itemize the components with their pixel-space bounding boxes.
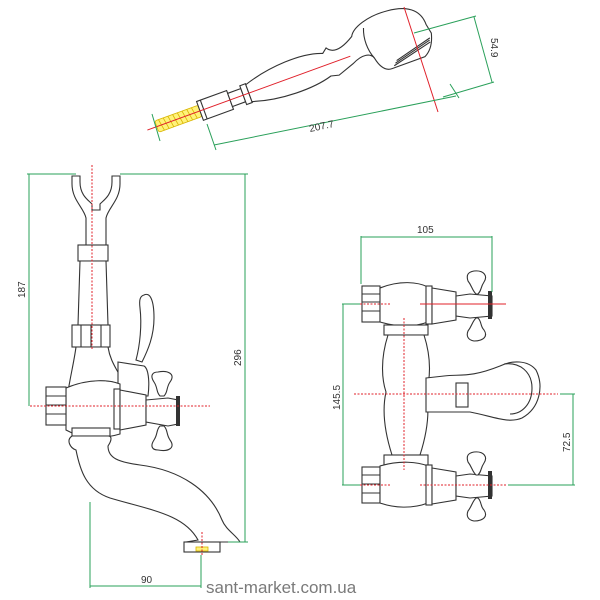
bottom-cross-handle-lower: [466, 497, 487, 522]
top-cross-handle-upper: [466, 270, 487, 295]
dimension-shower-length: 207.7: [206, 83, 460, 151]
top-valve: [361, 270, 493, 342]
bottom-cross-handle-upper: [466, 451, 487, 476]
label-head-width: 54.9: [488, 38, 499, 58]
shower-centerline: [147, 55, 351, 131]
head-centerline: [403, 6, 439, 113]
watermark-text: sant-market.com.ua: [206, 578, 357, 597]
label-holder-height: 187: [17, 281, 28, 298]
mixer-column: [381, 334, 431, 456]
diverter-lever: [135, 293, 155, 363]
dimension-front-width: 105: [360, 225, 493, 292]
hand-shower: 207.7 54.9: [147, 6, 499, 151]
label-spout-offset: 72.5: [562, 432, 573, 452]
shower-holder-fork: [71, 175, 121, 246]
front-view: 105 145.5 72.5: [332, 225, 575, 522]
dimension-total-height: 296: [120, 173, 248, 543]
side-view: 187 296 90: [17, 165, 248, 588]
dimension-body-height: 145.5: [332, 303, 360, 486]
dimension-head-width: 54.9: [413, 15, 499, 98]
label-body-height: 145.5: [332, 385, 343, 410]
label-front-width: 105: [417, 225, 434, 236]
cross-handle-bottom: [151, 425, 173, 452]
handle-body: [245, 8, 433, 103]
dimension-holder-height: 187: [17, 173, 76, 406]
bath-spout: [68, 435, 241, 543]
front-spout: [425, 361, 541, 421]
holder-collar: [77, 244, 109, 262]
bottom-valve: [361, 451, 493, 522]
holder-tube: [77, 260, 109, 326]
label-spout-reach: 90: [141, 575, 153, 586]
label-shower-length: 207.7: [308, 119, 335, 135]
dimension-spout-reach: 90: [89, 502, 202, 588]
cross-handle-top: [151, 370, 173, 397]
dimension-spout-offset: 72.5: [508, 393, 575, 486]
label-total-height: 296: [233, 349, 244, 366]
top-cross-handle-lower: [466, 317, 487, 342]
